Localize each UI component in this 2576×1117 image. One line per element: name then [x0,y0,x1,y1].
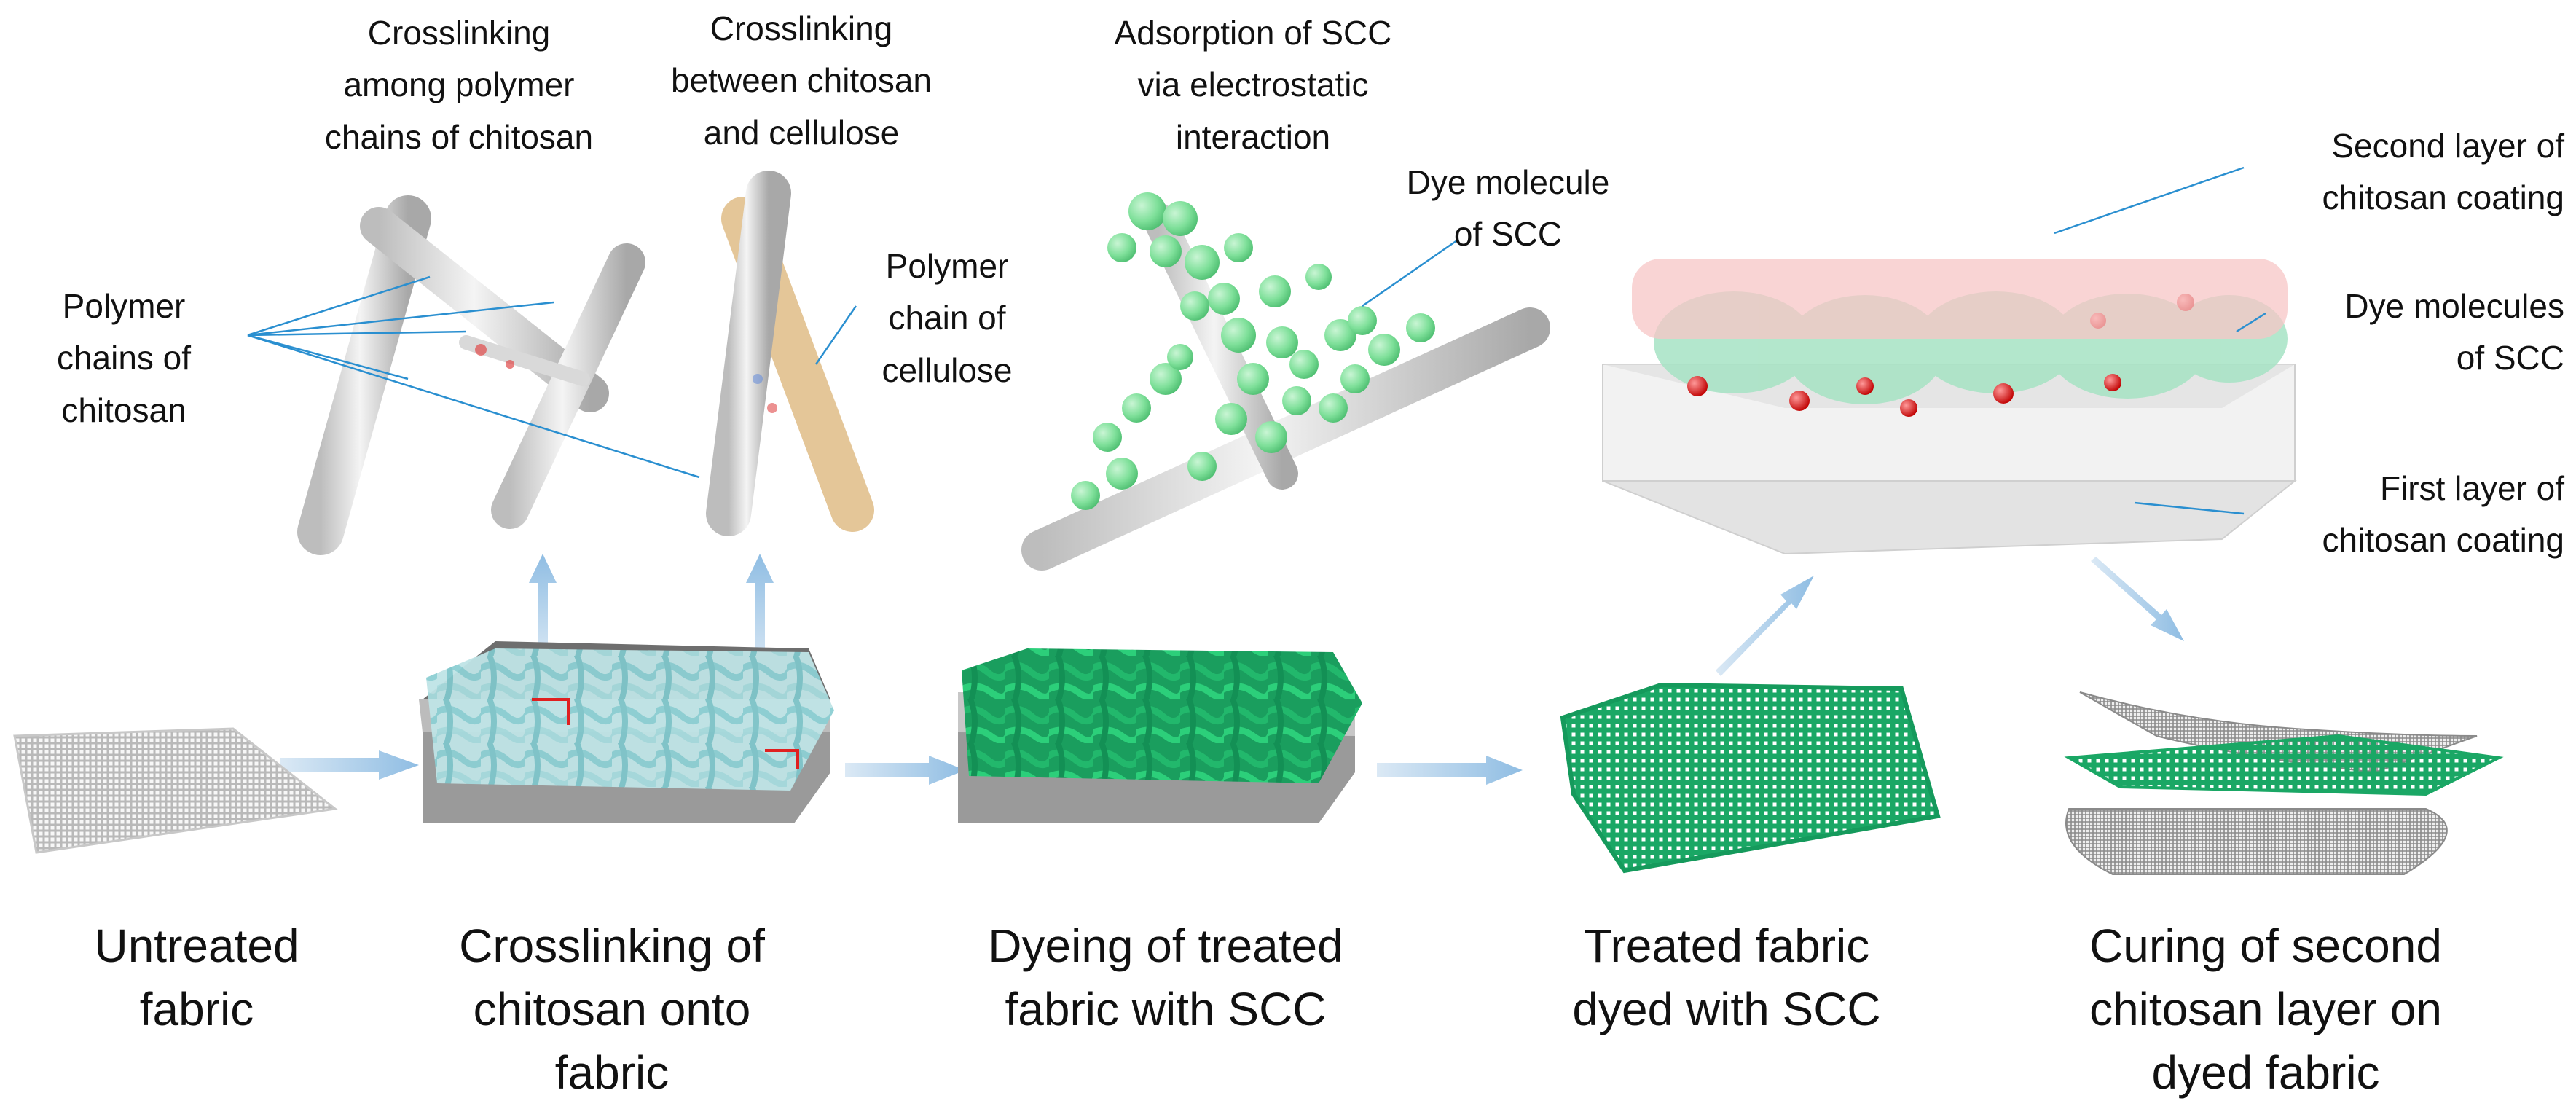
second-layer-label: Second layer of chitosan coating [2322,127,2564,217]
crosslinking-cellulose-title: Crosslinking between chitosan and cellul… [670,9,932,152]
cured-layers-graphic [2064,691,2504,875]
adsorption-title: Adsorption of SCC via electrostatic inte… [1114,14,1392,156]
untreated-fabric-graphic [13,727,338,854]
coating-layers-model [1602,259,2297,555]
polymer-chain-cellulose-label: Polymer chain of cellulose [881,247,1013,389]
step-treated-dyed: Treated fabric dyed with SCC [1572,920,1881,1036]
dye-molecule-model [1021,192,1550,571]
step-untreated-fabric: Untreated fabric [94,920,299,1036]
step-curing: Curing of second chitosan layer on dyed … [2089,920,2442,1100]
crosslinked-fabric-graphic [419,641,834,823]
chitosan-cellulose-model [706,171,874,536]
first-layer-label: First layer of chitosan coating [2322,469,2564,560]
step-dyeing: Dyeing of treated fabric with SCC [988,920,1343,1036]
leader-lines [247,166,2266,515]
polymer-chains-chitosan-label: Polymer chains of chitosan [56,287,192,429]
chitosan-crosslink-model [297,195,645,555]
crosslinking-chitosan-title: Crosslinking among polymer chains of chi… [324,14,594,156]
dyed-block-graphic [958,648,1362,823]
dye-molecules-label: Dye molecules of SCC [2344,287,2564,377]
step-crosslinking: Crosslinking of chitosan onto fabric [459,920,765,1100]
dye-molecule-label: Dye molecule of SCC [1406,163,1610,254]
treated-dyed-fabric-graphic [1560,682,1941,874]
process-arrows [280,554,2184,785]
